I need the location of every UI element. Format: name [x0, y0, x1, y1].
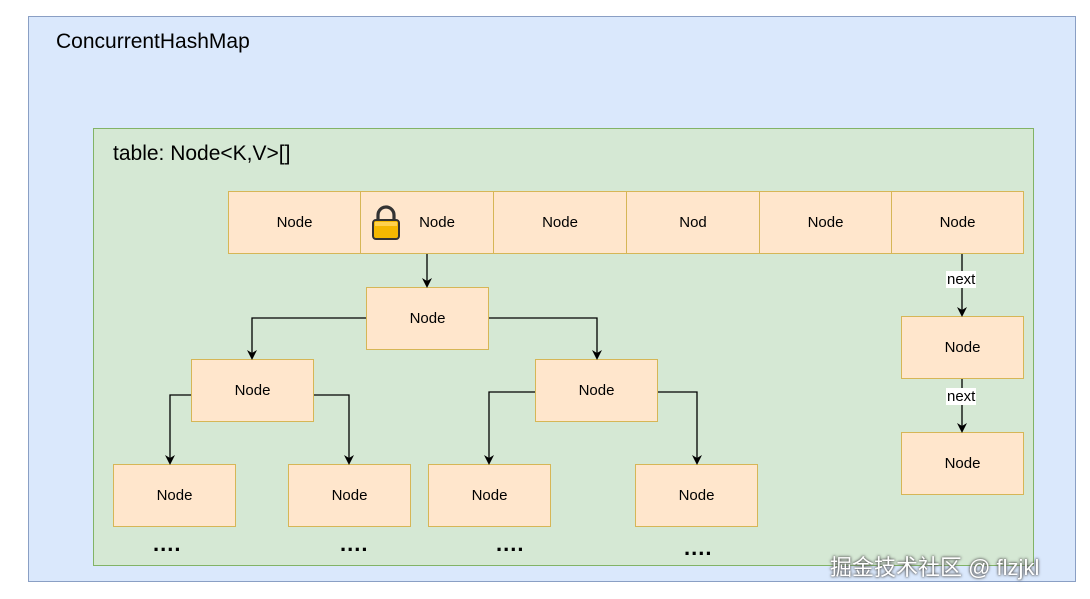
edge-root-to-left: [247, 317, 366, 360]
tree-leaf-node-1: Node: [288, 464, 411, 527]
ellipsis-2: ....: [496, 531, 525, 556]
edge-right-to-leaf-3: [658, 391, 702, 465]
tree-root-node: Node: [366, 287, 489, 350]
table-cell-0: Node: [228, 191, 361, 254]
watermark: 掘金技术社区 @ flzjkl: [830, 555, 1040, 580]
tree-leaf-node-0: Node: [113, 464, 236, 527]
tree-right-node: Node: [535, 359, 658, 422]
table-cell-5: Node: [891, 191, 1024, 254]
edge-right-to-leaf-2: [484, 391, 535, 465]
next-label-1: next: [946, 388, 977, 405]
tree-leaf-node-2: Node: [428, 464, 551, 527]
table-cell-1: Node: [360, 191, 494, 254]
concurrenthashmap-title: ConcurrentHashMap: [56, 30, 250, 53]
chain-node-1: Node: [901, 432, 1024, 495]
table-title: table: Node<K,V>[]: [113, 142, 291, 165]
edge-left-to-leaf-0: [165, 394, 191, 465]
next-label-0: next: [946, 271, 977, 288]
ellipsis-0: ....: [153, 531, 182, 556]
tree-leaf-node-3: Node: [635, 464, 758, 527]
edge-left-to-leaf-1: [314, 394, 354, 465]
table-cell-4: Node: [759, 191, 892, 254]
table-cell-2: Node: [493, 191, 627, 254]
ellipsis-1: ....: [340, 531, 369, 556]
lock-icon: [372, 205, 400, 240]
edge-root-to-right: [489, 317, 602, 360]
chain-node-0: Node: [901, 316, 1024, 379]
ellipsis-3: ....: [684, 535, 713, 560]
tree-left-node: Node: [191, 359, 314, 422]
